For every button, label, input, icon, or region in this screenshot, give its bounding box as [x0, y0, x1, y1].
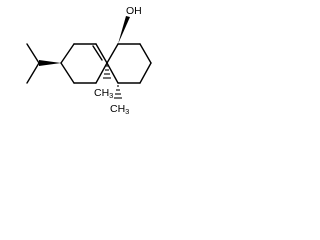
bond-isopropyl-up	[26, 43, 40, 64]
hydroxyl-label: OH	[126, 5, 142, 17]
hash-bond-junction-methyl	[103, 65, 111, 79]
methyl-junction-subscript: 3	[109, 91, 113, 100]
right-ring	[106, 43, 152, 84]
chemical-structure: OH CH3 CH3	[26, 5, 152, 116]
bond-r-top	[106, 43, 119, 64]
double-bond-inner	[92, 45, 103, 61]
isopropyl-group	[26, 43, 61, 84]
left-ring	[60, 43, 108, 84]
methyl-junction-label: CH3	[94, 87, 113, 100]
bond-c2-c3	[60, 43, 75, 64]
bond-isopropyl-down	[26, 62, 40, 84]
methyl-ring-subscript: 3	[125, 107, 129, 116]
wedge-bond-oh	[118, 16, 130, 44]
methyl-ring-text: CH	[110, 103, 125, 115]
bond-r-bottom-left	[106, 62, 119, 84]
bond-c5-c6	[95, 62, 108, 84]
bond-r-right	[139, 43, 152, 64]
hash-bond-ring-methyl	[114, 85, 122, 99]
wedge-bond-isopropyl	[39, 60, 61, 66]
bond-r-right-lower	[139, 62, 152, 84]
methyl-ring-label: CH3	[110, 103, 129, 116]
bond-c6-c1	[95, 43, 108, 64]
bond-c3-c4	[60, 62, 75, 84]
methyl-junction-text: CH	[94, 87, 109, 99]
